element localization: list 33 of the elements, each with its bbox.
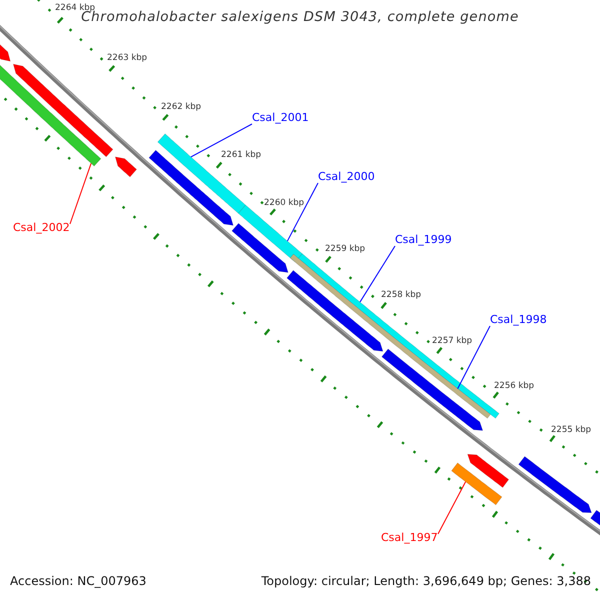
leader-line — [190, 124, 252, 158]
gene-label: Csal_2001 — [252, 111, 309, 124]
gene-feature — [518, 456, 592, 514]
gene-label: Csal_2000 — [318, 170, 375, 183]
gene-label: Csal_1998 — [490, 313, 547, 326]
leader-line — [70, 162, 92, 224]
scale-label: 2259 kbp — [325, 244, 366, 254]
scale-label: 2257 kbp — [432, 336, 472, 346]
scale-label: 2255 kbp — [551, 425, 592, 435]
leader-line — [359, 246, 396, 303]
gene-feature — [451, 462, 502, 506]
gene-feature — [157, 133, 246, 214]
scale-label: 2262 kbp — [161, 102, 202, 112]
gene-feature — [231, 222, 289, 273]
scale-label: 2261 kbp — [221, 150, 262, 160]
genome-info: Topology: circular; Length: 3,696,649 bp; Genes: 3,388 — [261, 574, 591, 589]
genome-info: Accession: NC_007963 — [10, 574, 146, 589]
leader-line — [286, 182, 318, 242]
gene-feature — [12, 64, 114, 158]
scale-label: 2263 kbp — [107, 53, 148, 63]
gene-label: Csal_2002 — [13, 221, 70, 234]
gene-label: Csal_1999 — [395, 233, 452, 246]
title: Chromohalobacter salexigens DSM 3043, complete genome — [81, 9, 519, 25]
scale-label: 2260 kbp — [264, 198, 304, 208]
gene-label: Csal_1997 — [381, 531, 438, 544]
scale-label: 2258 kbp — [381, 290, 422, 300]
gene-feature — [381, 348, 484, 431]
scale-label: 2256 kbp — [494, 381, 534, 391]
gene-feature — [467, 454, 509, 488]
leader-line — [438, 481, 466, 534]
leader-line — [457, 326, 490, 390]
gene-feature — [286, 270, 384, 352]
gene-feature — [114, 156, 137, 178]
